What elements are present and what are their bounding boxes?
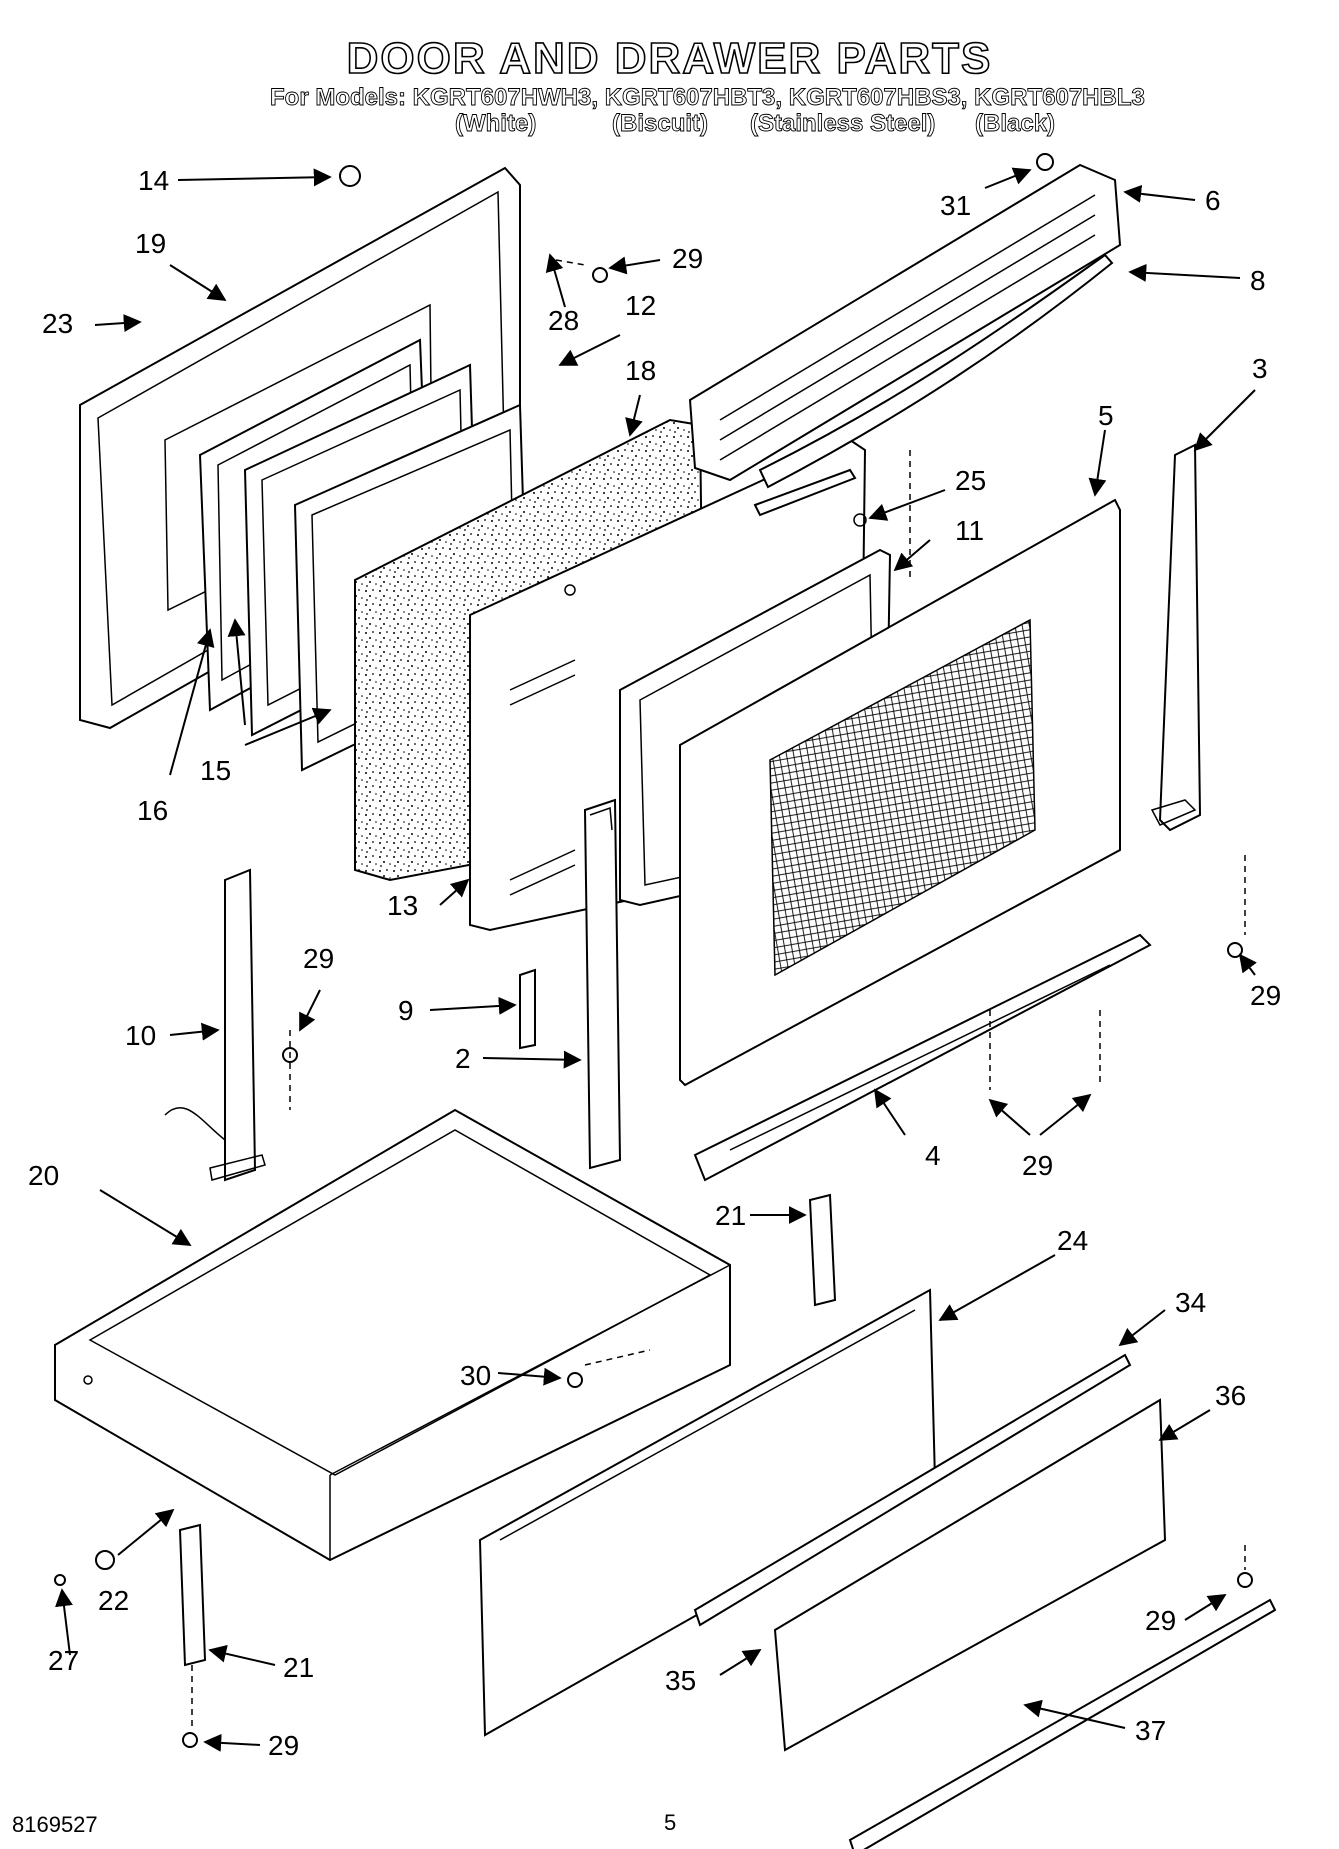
callout-29-bottom: 29 [268, 1730, 299, 1761]
variant-black: (Black) [975, 110, 1056, 138]
callout-16: 16 [137, 795, 168, 826]
callout-24: 24 [1057, 1225, 1088, 1256]
outer-door-panel-part-5 [679, 498, 1121, 1087]
callout-27: 27 [48, 1645, 79, 1676]
callout-28: 28 [548, 305, 579, 336]
callout-29-right: 29 [1250, 980, 1281, 1011]
callout-3: 3 [1252, 353, 1268, 384]
callout-6: 6 [1205, 185, 1221, 216]
left-side-trim-part-10 [164, 868, 266, 1182]
variant-white: (White) [455, 110, 537, 138]
vent-bracket-part-25 [753, 468, 867, 527]
callout-9: 9 [398, 995, 414, 1026]
callout-37: 37 [1135, 1715, 1166, 1746]
callout-22: 22 [98, 1585, 129, 1616]
callout-29-drawer: 29 [1145, 1605, 1176, 1636]
callout-18: 18 [625, 355, 656, 386]
callout-21-upper: 21 [715, 1200, 746, 1231]
callout-4: 4 [925, 1140, 941, 1171]
page-title: DOOR AND DRAWER PARTS [346, 33, 993, 84]
page-header: DOOR AND DRAWER PARTS For Models: KGRT60… [0, 0, 1339, 150]
callout-21-lower: 21 [283, 1652, 314, 1683]
callout-29-left: 29 [303, 943, 334, 974]
drawer-trim-parts-34-35-36-37 [693, 1353, 1277, 1849]
door-handle-part-8 [758, 253, 1114, 489]
callout-29-hinge: 29 [1022, 1150, 1053, 1181]
callout-13: 13 [387, 890, 418, 921]
callout-2: 2 [455, 1043, 471, 1074]
callout-5: 5 [1098, 400, 1114, 431]
door-spacer-part-9 [519, 968, 536, 1050]
callout-10: 10 [125, 1020, 156, 1051]
callout-15: 15 [200, 755, 231, 786]
callout-29-top: 29 [672, 243, 703, 274]
fasteners [54, 153, 1253, 1748]
callout-12: 12 [625, 290, 656, 321]
callout-34: 34 [1175, 1287, 1206, 1318]
callout-14: 14 [138, 165, 169, 196]
callout-labels: 14 19 23 29 28 12 18 31 6 8 3 5 25 11 16… [28, 165, 1281, 1761]
callout-11: 11 [955, 515, 984, 546]
vent-trim-part-6 [688, 163, 1122, 482]
callout-19: 19 [135, 228, 166, 259]
callout-30: 30 [460, 1360, 491, 1391]
page-number: 5 [664, 1810, 677, 1835]
leader-arrows [55, 167, 1257, 1752]
assembly-lines [191, 259, 1246, 1730]
variant-stainless: (Stainless Steel) [750, 110, 936, 138]
drawer-liner-part-20 [54, 1108, 731, 1562]
callout-8: 8 [1250, 265, 1266, 296]
callout-23: 23 [42, 308, 73, 339]
callout-31: 31 [940, 190, 971, 221]
models-line: For Models: KGRT607HWH3, KGRT607HBT3, KG… [270, 84, 1146, 112]
doc-number: 8169527 [12, 1812, 98, 1837]
hinge-rail-part-4 [693, 933, 1152, 1182]
callout-36: 36 [1215, 1380, 1246, 1411]
variant-biscuit: (Biscuit) [612, 110, 709, 138]
right-side-trim-part-3 [1150, 443, 1202, 832]
callout-25: 25 [955, 465, 986, 496]
center-support-part-2 [583, 798, 622, 1170]
drawer-glides-part-21 [178, 1193, 837, 1667]
callout-35: 35 [665, 1665, 696, 1696]
callout-20: 20 [28, 1160, 59, 1191]
